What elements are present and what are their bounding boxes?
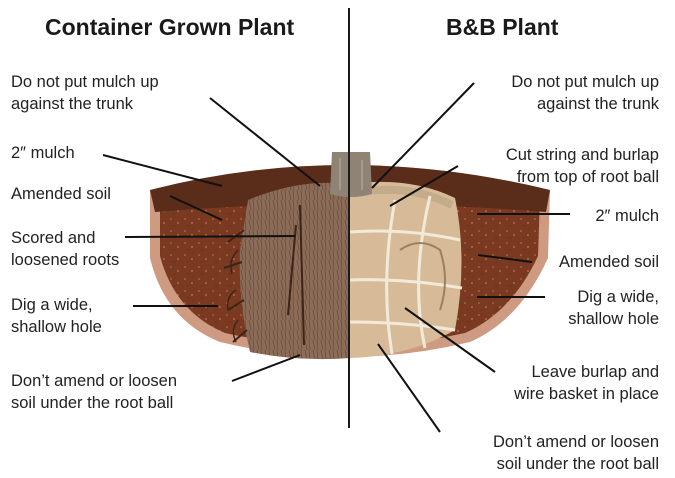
title-container-grown: Container Grown Plant <box>45 14 294 41</box>
title-bb-plant: B&B Plant <box>446 14 558 41</box>
label-left-dig-hole: Dig a wide,shallow hole <box>11 294 102 338</box>
label-right-dig-hole: Dig a wide,shallow hole <box>568 286 659 330</box>
label-left-amended-soil: Amended soil <box>11 183 111 205</box>
label-left-mulch-depth: 2″ mulch <box>11 142 75 164</box>
container-root-ball <box>240 183 350 359</box>
label-right-mulch-depth: 2″ mulch <box>595 205 659 227</box>
tree-trunk-icon <box>330 152 372 197</box>
label-right-amended-soil: Amended soil <box>559 251 659 273</box>
